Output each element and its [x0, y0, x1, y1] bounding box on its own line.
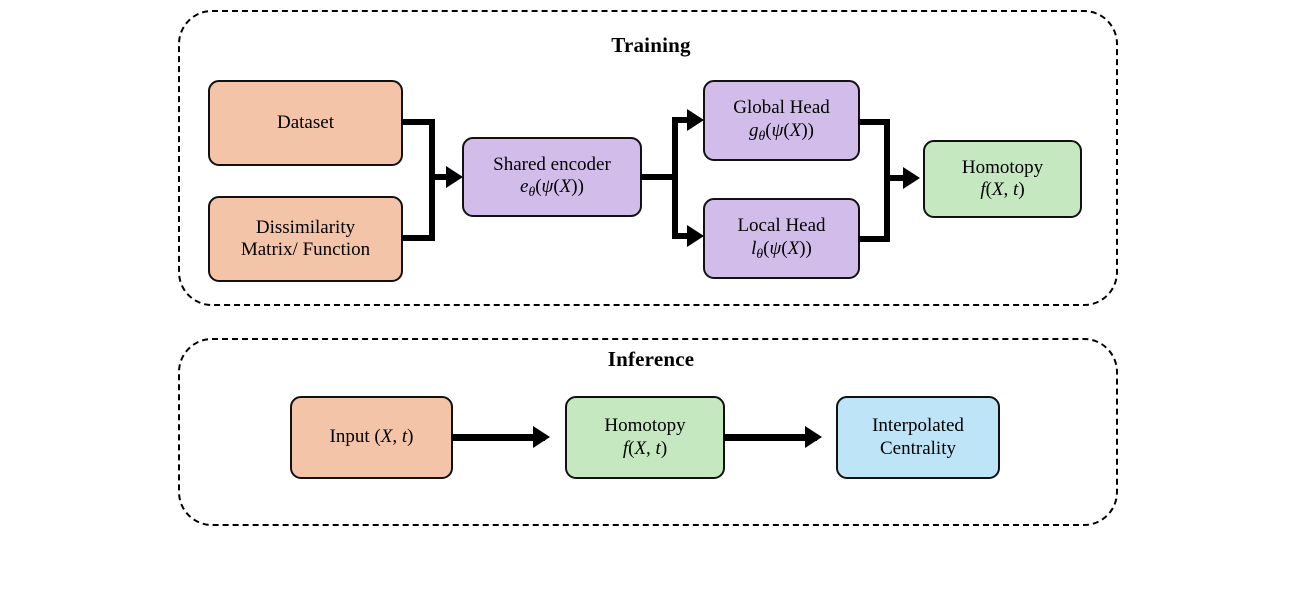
node-inference-homotopy: Homotopy f(X, t) — [565, 396, 725, 479]
connector-homotopy-to-centrality — [724, 434, 817, 441]
node-dataset: Dataset — [208, 80, 403, 166]
node-interpolated-centrality-line1: Interpolated — [872, 415, 964, 437]
node-dissimilarity-label-line1: Dissimilarity — [255, 216, 356, 238]
arrowhead-to-inference-homotopy — [533, 426, 550, 448]
connector-dissimilarity-out — [401, 235, 435, 241]
node-local-head: Local Head lθ(ψ(X)) — [703, 198, 860, 279]
connector-merge-inputs-to-encoder — [429, 174, 457, 180]
node-inference-input-label: Input (X, t) — [329, 426, 414, 448]
node-inference-homotopy-label: Homotopy — [604, 415, 686, 437]
connector-dataset-out — [401, 119, 435, 125]
node-shared-encoder: Shared encoder eθ(ψ(X)) — [462, 137, 642, 217]
training-panel-title: Training — [611, 33, 691, 57]
node-interpolated-centrality-line2: Centrality — [880, 437, 956, 459]
node-global-head: Global Head gθ(ψ(X)) — [703, 80, 860, 161]
connector-split-to-local-head — [672, 233, 694, 239]
arrowhead-to-global-head — [687, 109, 704, 131]
node-local-head-label: Local Head — [737, 215, 826, 237]
connector-input-to-homotopy — [452, 434, 545, 441]
node-dissimilarity-matrix: Dissimilarity Matrix/ Function — [208, 196, 403, 282]
node-shared-encoder-formula: eθ(ψ(X)) — [520, 176, 584, 200]
connector-split-heads-vertical — [672, 117, 678, 239]
node-training-homotopy: Homotopy f(X, t) — [923, 140, 1082, 218]
node-global-head-label: Global Head — [733, 97, 830, 119]
node-dissimilarity-label-line2: Matrix/ Function — [240, 239, 371, 260]
connector-split-to-global-head — [672, 117, 694, 123]
connector-encoder-out — [640, 174, 678, 180]
inference-panel — [178, 338, 1118, 526]
node-training-homotopy-formula: f(X, t) — [980, 179, 1025, 200]
training-panel — [178, 10, 1118, 306]
arrowhead-to-local-head — [687, 225, 704, 247]
node-local-head-formula: lθ(ψ(X)) — [751, 237, 812, 261]
arrowhead-to-interpolated-centrality — [805, 426, 822, 448]
arrowhead-to-training-homotopy — [903, 167, 920, 189]
node-inference-homotopy-formula: f(X, t) — [622, 437, 668, 459]
node-training-homotopy-label: Homotopy — [961, 156, 1044, 178]
node-interpolated-centrality: Interpolated Centrality — [836, 396, 1000, 479]
node-global-head-formula: gθ(ψ(X)) — [749, 119, 814, 143]
node-shared-encoder-label: Shared encoder — [493, 153, 611, 175]
connector-merge-inputs-vertical — [429, 119, 435, 241]
connector-merge-heads-to-homotopy — [884, 175, 913, 181]
connector-global-head-out — [858, 119, 890, 125]
inference-panel-title: Inference — [607, 347, 695, 371]
connector-local-head-out — [858, 236, 890, 242]
node-dataset-label: Dataset — [277, 111, 334, 133]
arrowhead-to-shared-encoder — [446, 166, 463, 188]
node-inference-input: Input (X, t) — [290, 396, 453, 479]
